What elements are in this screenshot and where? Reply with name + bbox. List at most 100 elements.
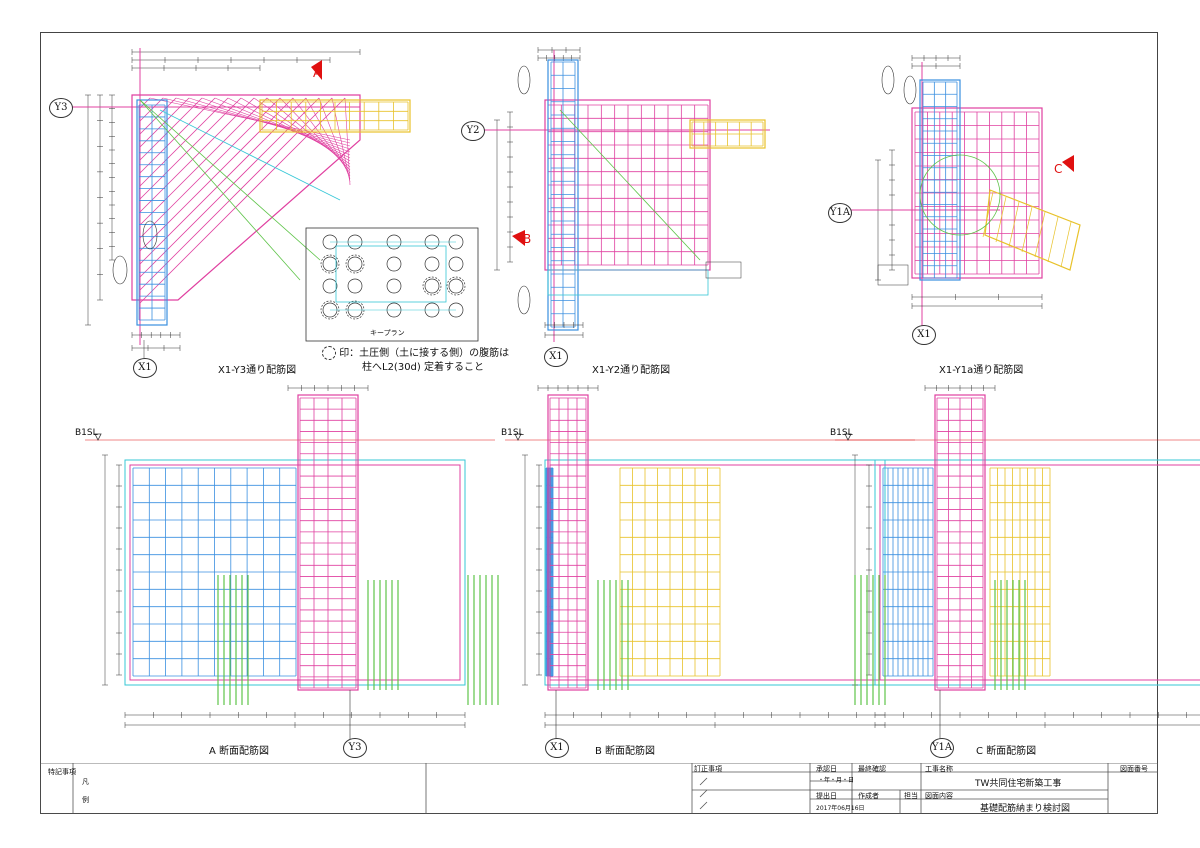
approval-date-label: 承認日: [816, 765, 837, 773]
keyplan-column: [448, 278, 464, 294]
diagonal-rebar: [139, 97, 268, 226]
keyplan-column: [347, 278, 363, 294]
diagonal-rebar: [159, 109, 341, 201]
grid-bubble-y3-section: Y3: [343, 738, 367, 758]
diagonal-rebar: [139, 97, 294, 252]
footing-outline: [124, 459, 466, 686]
diagonal-rebar: [214, 97, 351, 156]
view-title-x1-y2: X1-Y2通り配筋図: [586, 360, 677, 377]
section-marker-a: A: [313, 66, 322, 80]
diagonal-rebar: [175, 97, 351, 147]
grid-bubble-y1a-section: Y1A: [930, 738, 954, 758]
diagonal-rebar: [292, 97, 351, 174]
revision-label: 訂正事項: [694, 765, 722, 773]
beam-rebar: [1021, 206, 1033, 253]
diagonal-rebar: [139, 97, 229, 187]
diagonal-rebar: [188, 97, 351, 150]
keyplan-column-marked: [345, 254, 365, 274]
grid-bubble-y2: Y2: [461, 121, 485, 141]
diagonal-rebar: [139, 97, 242, 200]
keyplan-column: [322, 256, 338, 272]
beam-rebar: [995, 196, 1007, 243]
note-mark-icon: [322, 346, 336, 360]
note-line-2: 柱へL2(30d) 定着すること: [362, 362, 484, 373]
view-title-section-c: C 断面配筋図: [970, 741, 1043, 758]
legend-label-2: 例: [82, 796, 89, 804]
column-rebar: [547, 394, 589, 691]
keyplan-column: [424, 256, 440, 272]
level-mark: [94, 433, 102, 441]
project-name: TW共同住宅新築工事: [975, 779, 1062, 789]
grid-bubble-y3: Y3: [49, 98, 73, 118]
lean-concrete: [547, 269, 709, 296]
dimension-bubble: [517, 285, 531, 315]
rebar-line: [559, 109, 701, 261]
dimension-box: [705, 261, 742, 279]
view-title-x1-y3: X1-Y3通り配筋図: [212, 360, 303, 377]
diagonal-rebar: [139, 97, 307, 265]
title-block: 特記事項 凡 例 訂正事項 承認日 最終確認 ・年・月・日 提出日 作成者 担当…: [40, 763, 1158, 814]
grid-bubble-x1-view2: X1: [544, 347, 568, 367]
beam-rebar: [1060, 221, 1072, 268]
diagonal-rebar: [139, 97, 255, 213]
title-block-grid: [40, 763, 1158, 814]
diagonal-rebar: [139, 97, 216, 174]
dimension-box: [877, 264, 909, 286]
footing-outline: [131, 94, 361, 301]
section-marker-a-arrow: [311, 60, 322, 80]
diagonal-rebar: [139, 97, 203, 161]
view-title-section-a: A 断面配筋図: [203, 741, 276, 758]
dimension-bubble: [881, 65, 895, 95]
beam-rebar: [259, 99, 411, 133]
keyplan-column-marked: [446, 276, 466, 296]
keyplan-column: [448, 256, 464, 272]
beam-rebar: [1047, 216, 1059, 263]
dimension-bubble: [112, 255, 128, 285]
keyplan-column: [386, 278, 402, 294]
view-title-section-b: B 断面配筋図: [589, 741, 662, 758]
dimension-bubble: [142, 220, 158, 250]
keyplan-column-marked: [320, 254, 340, 274]
section-marker-b: B: [523, 232, 532, 246]
column-rebar: [547, 59, 579, 331]
drawing-content-label: 図面内容: [925, 792, 953, 800]
rebar-note: 印：土圧側（土に接する側）の腹筋は 柱へL2(30d) 定着すること: [322, 346, 509, 375]
in-charge-label: 担当: [904, 792, 918, 800]
column-rebar: [136, 99, 168, 326]
keyplan-column: [322, 278, 338, 294]
grid-bubble-x1-view1: X1: [133, 358, 157, 378]
beam-rebar: [689, 119, 766, 149]
level-mark: [514, 433, 522, 441]
dimension-bubble: [517, 65, 531, 95]
diagonal-rebar: [201, 97, 351, 153]
level-label-a: B1SL: [75, 428, 98, 438]
section-marker-c: C: [1054, 162, 1063, 176]
legend-label-1: 凡: [82, 778, 89, 786]
rebar-line: [919, 154, 1001, 236]
view-title-x1-y1a: X1-Y1a通り配筋図: [933, 360, 1030, 377]
diagonal-rebar: [139, 97, 281, 239]
footing-outline: [911, 107, 1043, 279]
beam-rebar: [982, 191, 994, 238]
footing-rebar: [879, 464, 1200, 681]
column-rebar: [934, 394, 986, 691]
grid-bubble-y1a: Y1A: [828, 203, 852, 223]
approval-date-placeholder: ・年・月・日: [818, 777, 855, 784]
keyplan-column-marked: [422, 276, 442, 296]
submit-date-value: 2017年06月16日: [816, 805, 865, 812]
grid-bubble-x1-section: X1: [545, 738, 569, 758]
sheet-frame: [40, 32, 1158, 814]
section-marker-c-arrow: [1062, 155, 1074, 172]
keyplan-column: [347, 256, 363, 272]
section-marker-b-arrow: [512, 230, 525, 246]
diagonal-rebar: [240, 97, 351, 162]
beam-rebar: [1008, 201, 1020, 248]
diagonal-rebar: [253, 97, 351, 165]
diagonal-rebar: [139, 99, 301, 281]
keyplan-column: [424, 278, 440, 294]
column-rebar: [297, 394, 359, 691]
note-line-1: 印：土圧側（土に接する側）の腹筋は: [339, 348, 510, 359]
beam-rebar: [1034, 211, 1046, 258]
